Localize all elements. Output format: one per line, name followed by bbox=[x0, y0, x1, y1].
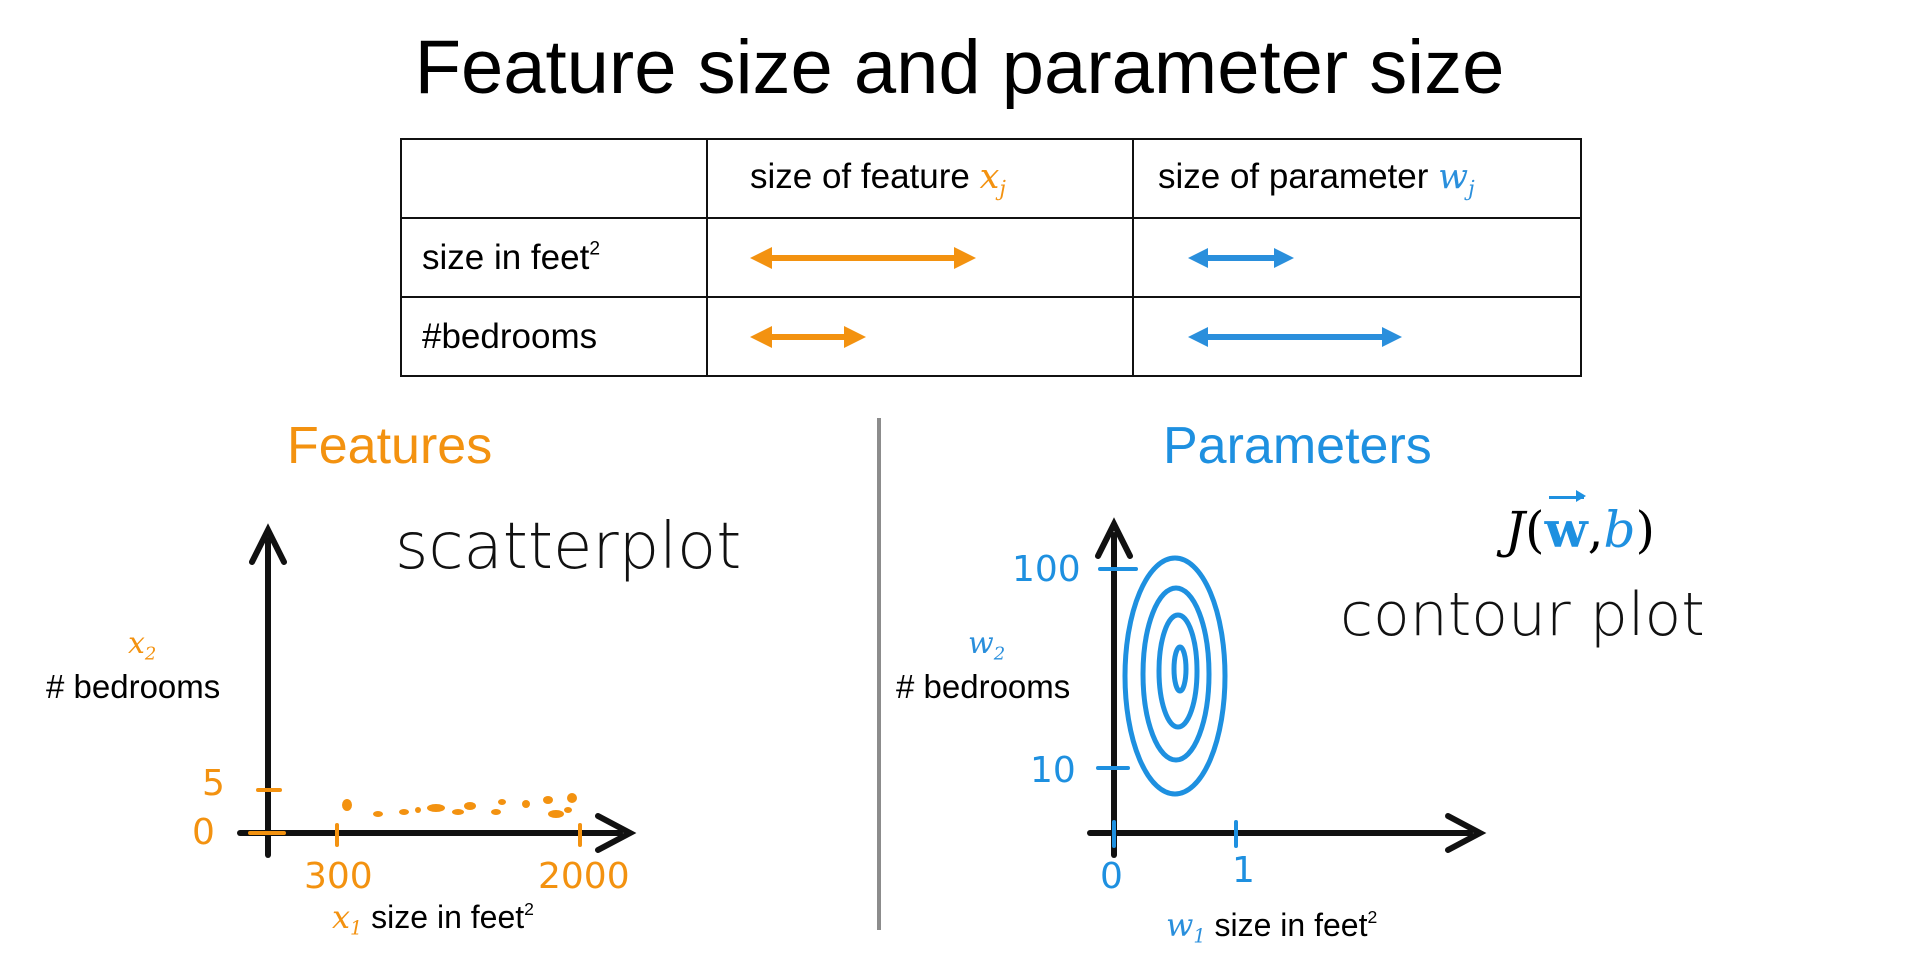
cost-function-b: b bbox=[1603, 501, 1636, 559]
scatter-point bbox=[564, 807, 572, 813]
scatter-point bbox=[464, 802, 476, 810]
parameters-y-label: # bedrooms bbox=[896, 668, 1071, 705]
size-param-arrow-cell bbox=[1132, 217, 1582, 298]
scatter-point bbox=[567, 793, 577, 803]
scatter-point bbox=[373, 811, 383, 817]
scatter-point bbox=[452, 809, 464, 815]
parameters-x-label: w1 size in feet2 bbox=[1166, 906, 1377, 948]
contour-ring-outer bbox=[1122, 555, 1228, 797]
parameters-axes bbox=[1087, 517, 1487, 858]
bedrooms-feature-arrow bbox=[750, 325, 866, 348]
parameters-x-label-text: size in feet bbox=[1214, 907, 1368, 943]
parameters-x-arrowhead bbox=[1445, 813, 1487, 853]
features-y-var: x2 bbox=[128, 626, 156, 664]
parameters-y-tick-100: 100 bbox=[1012, 549, 1081, 590]
parameters-y-arrowhead bbox=[1095, 517, 1133, 559]
features-axes bbox=[237, 523, 637, 858]
page-title: Feature size and parameter size bbox=[414, 25, 1505, 110]
contour-plot-note: contour plot bbox=[1340, 580, 1705, 650]
cost-function-label: J(w,b) bbox=[1505, 490, 1656, 559]
bedrooms-feature-arrow-cell bbox=[706, 296, 1134, 377]
scatter-point bbox=[427, 804, 445, 812]
parameter-var-sub: j bbox=[1468, 176, 1475, 201]
table-row: #bedrooms bbox=[400, 296, 1582, 377]
features-x-arrowhead bbox=[595, 813, 637, 853]
parameters-x-tick-1: 1 bbox=[1232, 850, 1255, 891]
parameters-x-tick-0: 0 bbox=[1100, 856, 1123, 897]
features-x-var-sub: 1 bbox=[350, 916, 363, 940]
features-heading: Features bbox=[287, 417, 493, 475]
feature-var-sub: j bbox=[999, 176, 1006, 201]
contour-ring-center bbox=[1171, 644, 1189, 694]
cost-function-w: w bbox=[1544, 490, 1588, 559]
comparison-table: size of feature xj size of parameter wj … bbox=[400, 138, 1582, 377]
parameters-y-var-letter: w bbox=[968, 626, 994, 661]
size-parameter-arrow bbox=[1188, 247, 1294, 268]
features-x-tick-300: 300 bbox=[304, 856, 373, 897]
parameters-y-var-sub: 2 bbox=[993, 643, 1006, 665]
contour-ring-inner bbox=[1156, 612, 1200, 730]
features-x-tick-2000: 2000 bbox=[538, 856, 630, 897]
contour-ring-middle bbox=[1140, 585, 1212, 763]
table-row: size in feet2 bbox=[400, 217, 1582, 298]
parameter-header-label: size of parameter bbox=[1158, 156, 1439, 196]
feature-var-x: x bbox=[979, 156, 1000, 197]
features-x-label-sup: 2 bbox=[524, 898, 534, 919]
cost-function-j: J bbox=[1505, 501, 1526, 559]
parameters-x-label-sup: 2 bbox=[1367, 906, 1378, 927]
header-feature-size: size of feature xj bbox=[706, 138, 1134, 219]
row-label-size-sup: 2 bbox=[589, 238, 601, 260]
size-feature-arrow bbox=[750, 246, 976, 269]
panel-divider bbox=[877, 418, 881, 930]
parameters-heading: Parameters bbox=[1163, 417, 1432, 475]
scatter-point bbox=[498, 799, 506, 805]
table-header-row: size of feature xj size of parameter wj bbox=[400, 138, 1582, 219]
scatter-point bbox=[548, 810, 564, 818]
scatter-point bbox=[415, 807, 421, 813]
row-label-bedrooms: #bedrooms bbox=[400, 296, 708, 377]
parameters-x-var-letter: w bbox=[1166, 906, 1194, 944]
parameters-y-var: w2 bbox=[968, 626, 1005, 664]
features-ticks bbox=[248, 788, 582, 847]
row-label-size-text: size in feet bbox=[422, 237, 590, 277]
features-x-label: x1 size in feet2 bbox=[332, 898, 534, 940]
features-scatter-points bbox=[342, 793, 577, 818]
scatter-point bbox=[491, 809, 501, 815]
features-y-label: # bedrooms bbox=[46, 668, 221, 705]
features-y-tick-5: 5 bbox=[202, 763, 225, 804]
parameters-y-tick-10: 10 bbox=[1030, 750, 1076, 791]
features-y-var-letter: x bbox=[128, 626, 145, 661]
parameter-var-w: w bbox=[1438, 156, 1469, 197]
features-y-arrowhead bbox=[249, 523, 287, 565]
parameters-contours bbox=[1122, 555, 1228, 797]
parameters-ticks bbox=[1096, 567, 1238, 848]
header-empty-cell bbox=[400, 138, 708, 219]
scatterplot-note: scatterplot bbox=[395, 510, 742, 584]
feature-header-label: size of feature bbox=[750, 156, 980, 196]
size-feature-arrow-cell bbox=[706, 217, 1134, 298]
features-x-label-text: size in feet bbox=[371, 899, 525, 935]
scatter-point bbox=[543, 796, 553, 804]
scatter-point bbox=[342, 799, 352, 811]
row-label-size: size in feet2 bbox=[400, 217, 708, 298]
parameters-x-var-sub: 1 bbox=[1193, 924, 1206, 948]
bedrooms-parameter-arrow bbox=[1188, 326, 1402, 347]
scatter-point bbox=[522, 800, 530, 808]
header-parameter-size: size of parameter wj bbox=[1132, 138, 1582, 219]
features-y-var-sub: 2 bbox=[144, 643, 157, 665]
features-x-var-letter: x bbox=[332, 898, 351, 936]
scatter-point bbox=[399, 809, 409, 815]
features-y-tick-0: 0 bbox=[192, 812, 215, 853]
bedrooms-param-arrow-cell bbox=[1132, 296, 1582, 377]
